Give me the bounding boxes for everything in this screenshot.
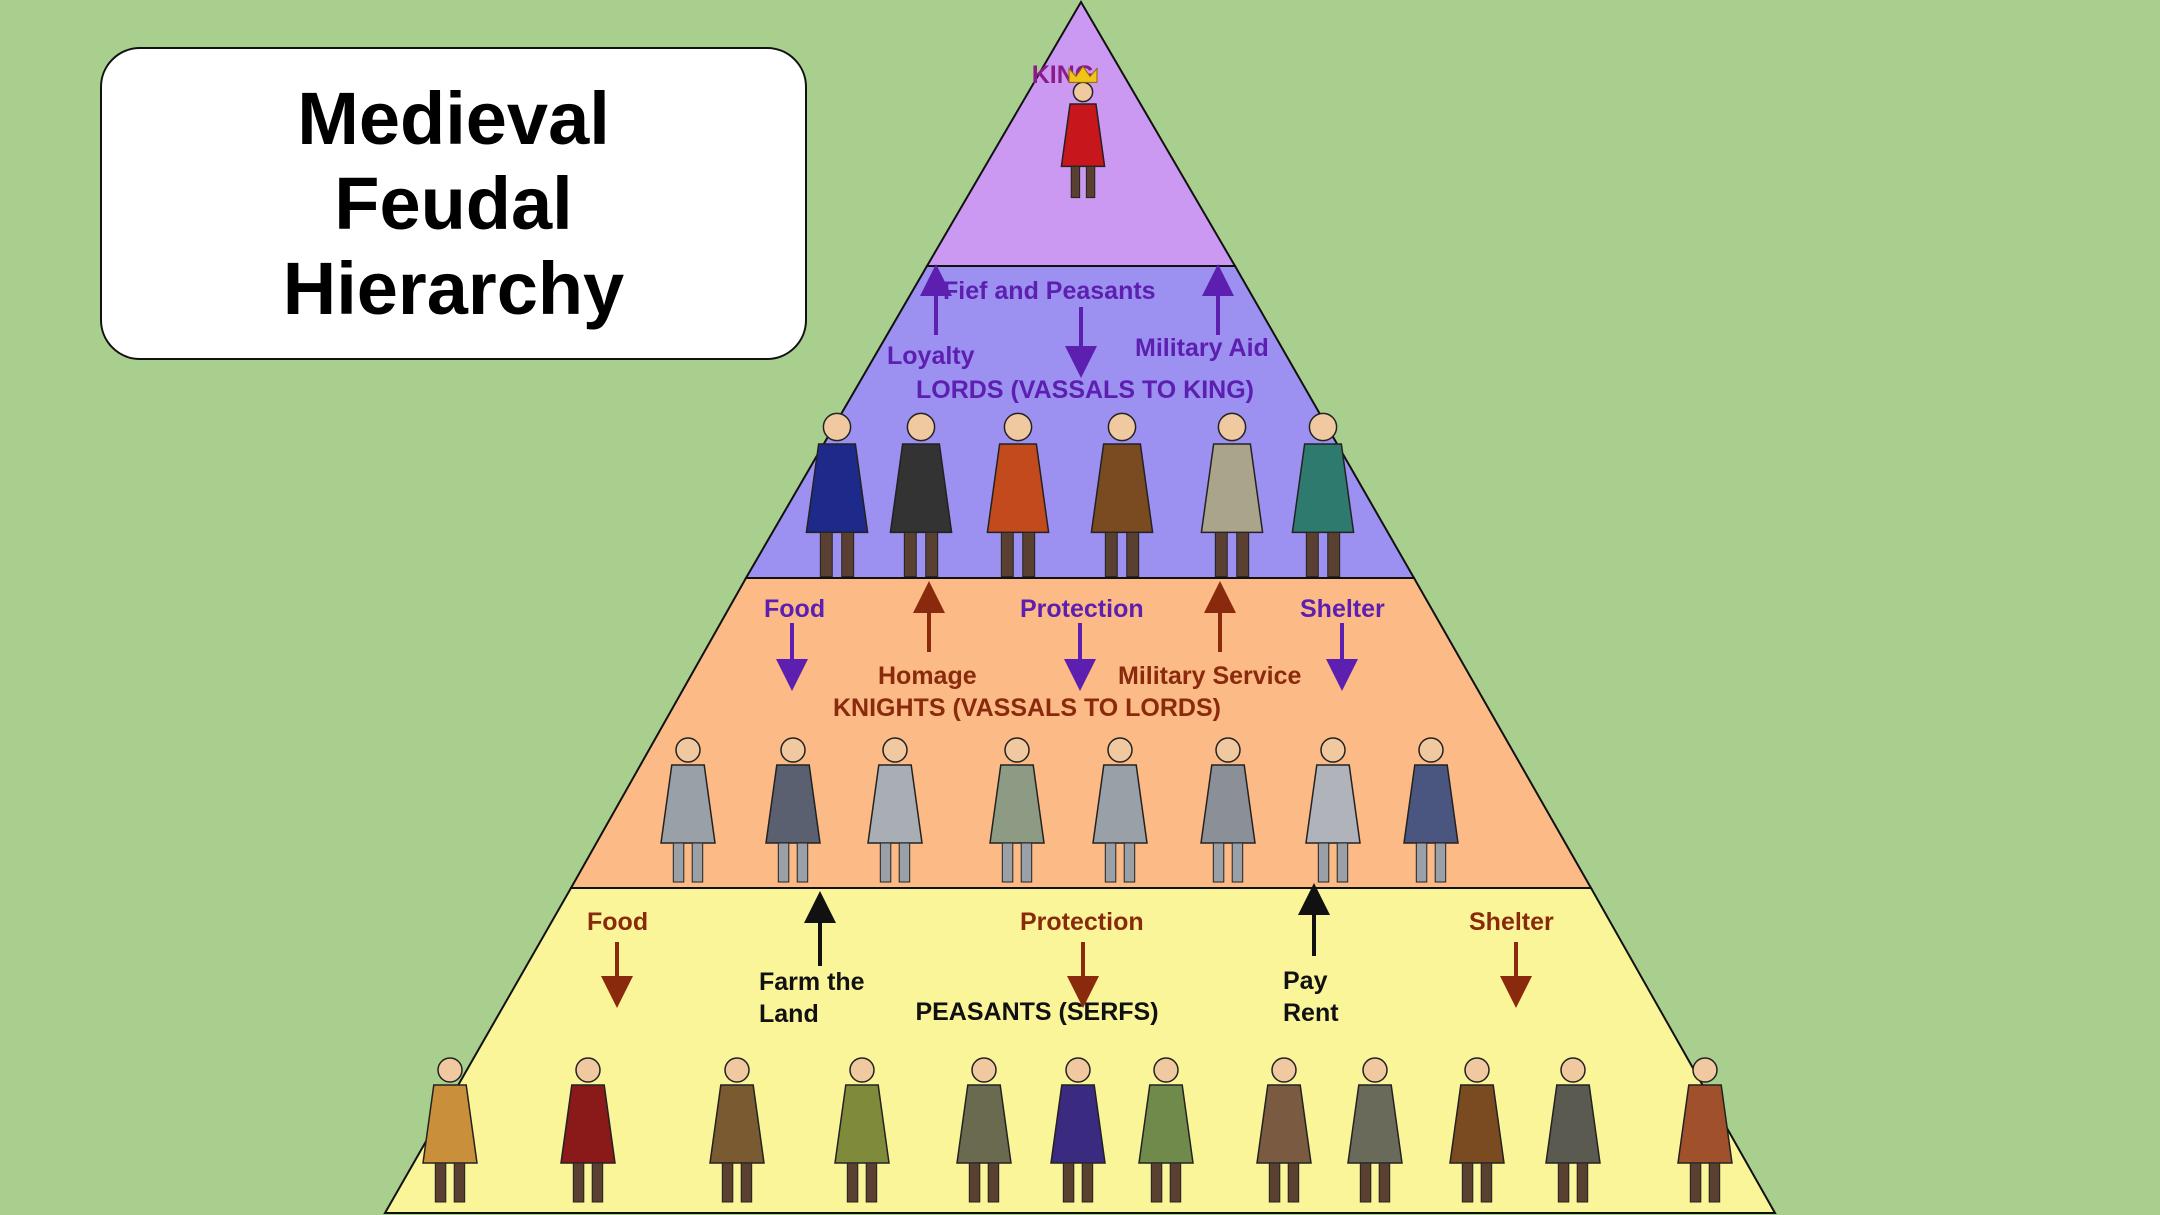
lord-figure <box>986 412 1050 578</box>
title-line-3: Hierarchy <box>282 247 625 330</box>
knight-figure <box>867 737 923 883</box>
farm-the-label: Farm the <box>759 968 865 996</box>
knight-figure <box>765 737 821 883</box>
knight-figure <box>1200 737 1256 883</box>
knight-figure <box>1092 737 1148 883</box>
knight-figure <box>1403 737 1459 883</box>
knights-label: KNIGHTS (VASSALS TO LORDS) <box>833 694 1221 722</box>
knight-figure <box>1305 737 1361 883</box>
protection-label-lords: Protection <box>1020 595 1144 623</box>
peasant-figure <box>834 1057 890 1203</box>
shelter-label-knights: Shelter <box>1469 908 1554 936</box>
lords-label: LORDS (VASSALS TO KING) <box>916 376 1254 404</box>
peasant-figure <box>422 1057 478 1203</box>
homage-label: Homage <box>878 662 977 690</box>
lord-figure <box>1200 412 1264 578</box>
food-label-lords: Food <box>764 595 825 623</box>
loyalty-label: Loyalty <box>887 342 975 370</box>
title-line-2: Feudal <box>334 162 573 245</box>
lord-figure <box>1090 412 1154 578</box>
peasant-figure <box>560 1057 616 1203</box>
fief-and-peasants-label: Fief and Peasants <box>943 277 1156 305</box>
land-label: Land <box>759 1000 819 1028</box>
knight-figure <box>660 737 716 883</box>
peasant-figure <box>1449 1057 1505 1203</box>
peasant-figure <box>956 1057 1012 1203</box>
pay-label: Pay <box>1283 967 1328 995</box>
king-figure <box>1060 65 1106 199</box>
peasant-figure <box>1050 1057 1106 1203</box>
title-box: Medieval Feudal Hierarchy <box>100 47 807 360</box>
peasant-figure <box>1545 1057 1601 1203</box>
peasants-label: PEASANTS (SERFS) <box>915 998 1158 1026</box>
peasant-figure <box>1347 1057 1403 1203</box>
food-label-knights: Food <box>587 908 648 936</box>
knight-figure <box>989 737 1045 883</box>
title-line-1: Medieval <box>297 77 610 160</box>
military-service-label: Military Service <box>1118 662 1302 690</box>
rent-label: Rent <box>1283 999 1339 1027</box>
shelter-label-lords: Shelter <box>1300 595 1385 623</box>
peasant-figure <box>1677 1057 1733 1203</box>
lord-figure <box>805 412 869 578</box>
lord-figure <box>889 412 953 578</box>
peasant-figure <box>1256 1057 1312 1203</box>
lord-figure <box>1291 412 1355 578</box>
protection-label-knights: Protection <box>1020 908 1144 936</box>
figure-layer <box>422 65 1733 1203</box>
military-aid-label: Military Aid <box>1135 334 1269 362</box>
peasant-figure <box>1138 1057 1194 1203</box>
peasant-figure <box>709 1057 765 1203</box>
